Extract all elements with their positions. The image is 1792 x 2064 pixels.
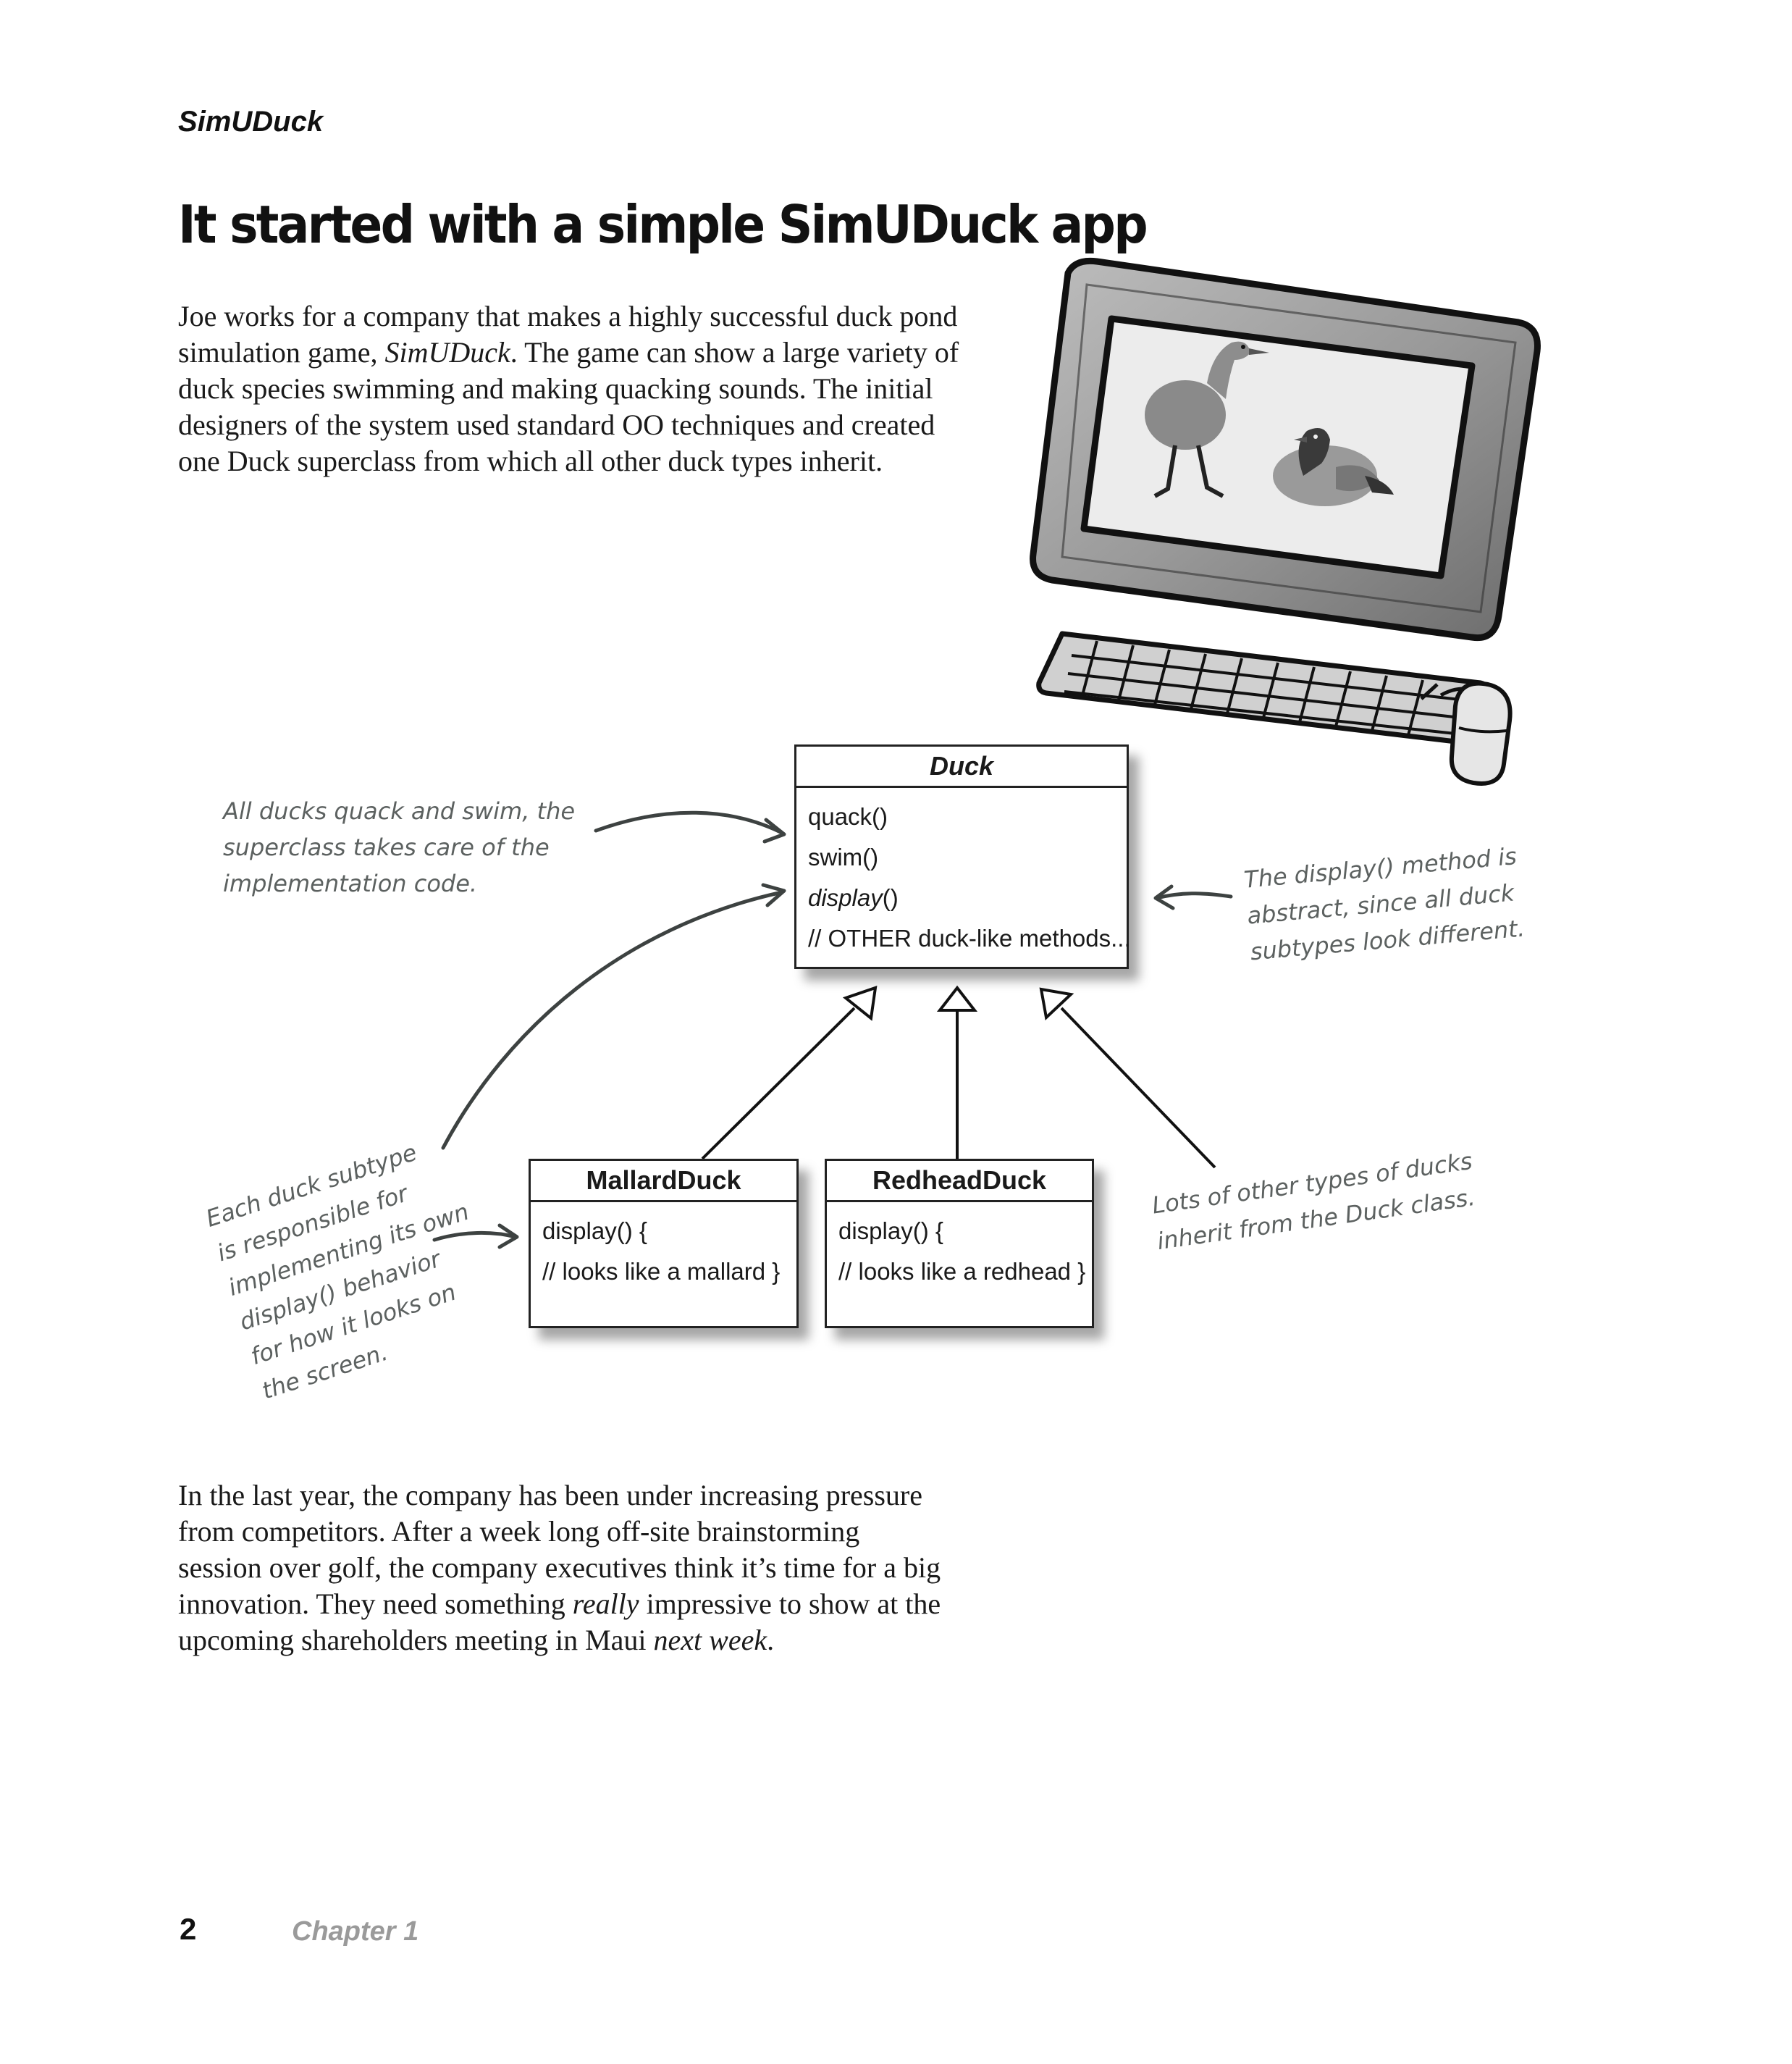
uml-method: quack() [808,797,1115,837]
annotation-line: implementation code. [223,865,575,902]
body-line: innovation. They need something really i… [178,1586,1011,1622]
body-line: session over golf, the company executive… [178,1550,1011,1586]
uml-method: // OTHER duck-like methods... [808,918,1115,959]
uml-method: // looks like a redhead } [838,1251,1080,1292]
uml-class-duck: Duck quack() swim() display() // OTHER d… [794,744,1129,969]
body-paragraph: In the last year, the company has been u… [178,1477,1011,1658]
uml-class-name: MallardDuck [531,1161,796,1202]
uml-method-list: quack() swim() display() // OTHER duck-l… [796,788,1127,968]
body-line: In the last year, the company has been u… [178,1477,1011,1514]
emphasis-next-week: next week [654,1624,767,1656]
arrow-quack-swim [596,813,782,833]
annotation-quack-swim: All ducks quack and swim, the superclass… [223,793,575,902]
uml-method: display() { [838,1211,1080,1251]
uml-class-name: Duck [796,747,1127,788]
uml-method: display() { [542,1211,785,1251]
body-line: upcoming shareholders meeting in Maui ne… [178,1622,1011,1658]
inheritance-line-mallard [702,1008,854,1159]
arrow-display-note [1157,894,1231,898]
uml-method-abstract: display() [808,878,1115,918]
inheritance-line-other [1061,1008,1215,1167]
uml-method-list: display() { // looks like a mallard } [531,1202,796,1301]
uml-method: // looks like a mallard } [542,1251,785,1292]
uml-class-mallardduck: MallardDuck display() { // looks like a … [529,1159,799,1328]
annotation-line: superclass takes care of the [223,829,575,865]
page-number: 2 [180,1912,196,1947]
inheritance-triangle-redhead [940,988,975,1010]
annotation-line: All ducks quack and swim, the [223,793,575,829]
uml-class-name: RedheadDuck [827,1161,1092,1202]
body-line: from competitors. After a week long off-… [178,1514,1011,1550]
chapter-label: Chapter 1 [292,1916,418,1947]
uml-class-redheadduck: RedheadDuck display() { // looks like a … [825,1159,1094,1328]
uml-method-list: display() { // looks like a redhead } [827,1202,1092,1301]
uml-method: swim() [808,837,1115,878]
arrow-subtype-to-duck [443,892,782,1148]
abstract-method-name: display [808,884,883,911]
emphasis-really: really [573,1587,639,1620]
